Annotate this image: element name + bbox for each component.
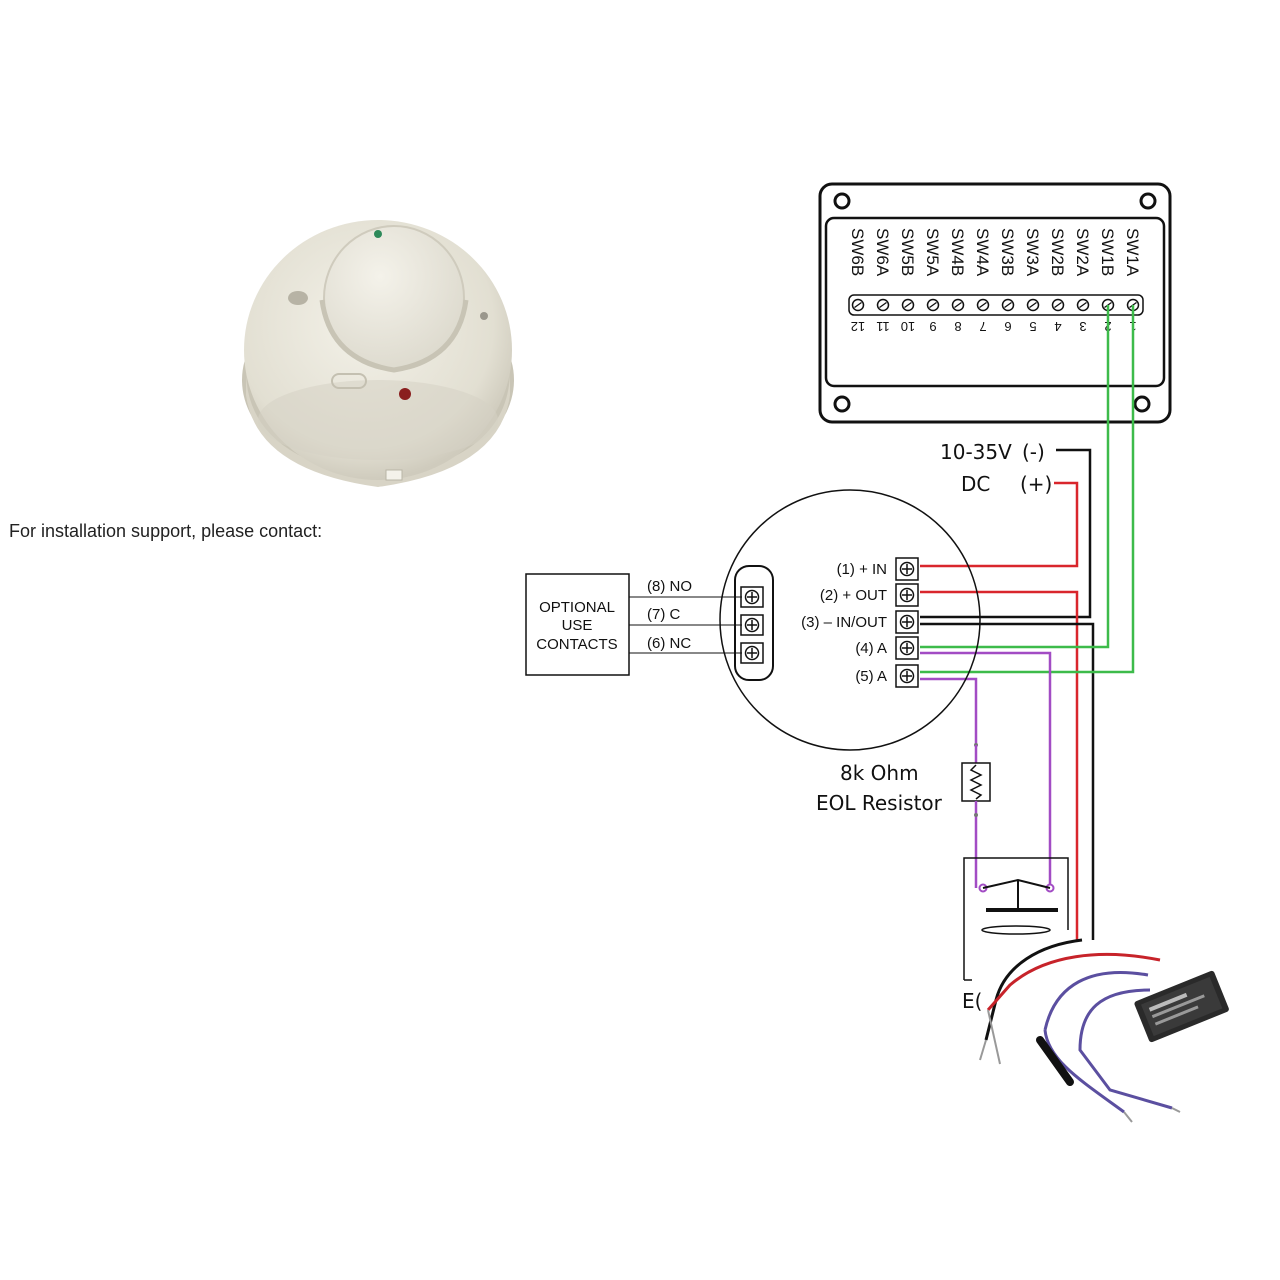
panel-switch-label: SW4A	[973, 228, 992, 277]
panel-switch-label: SW2B	[1048, 228, 1067, 276]
panel-terminal-number: 10	[901, 319, 915, 334]
detector-terminal-label: (1) + IN	[837, 561, 887, 578]
panel-switch-label: SW4B	[948, 228, 967, 276]
panel-terminal-number: 12	[851, 319, 865, 334]
red-led-icon	[399, 388, 411, 400]
resistor-value-label: 8k Ohm	[840, 761, 919, 785]
resistor-icon	[969, 764, 983, 800]
panel-terminal-number: 8	[954, 319, 961, 334]
detector-terminal-label: (2) + OUT	[820, 587, 887, 604]
panel-terminal-number: 11	[876, 319, 890, 334]
contact-no-label: (8) NO	[647, 578, 692, 595]
panel-switch-label: SW6A	[873, 228, 892, 277]
detector-terminal-label: (4) A	[855, 640, 887, 657]
switch-contact-icon	[982, 878, 1051, 889]
panel-switch-label: SW6B	[848, 228, 867, 276]
mount-hole-icon	[1133, 395, 1151, 413]
detector-terminal-label: (3) – IN/OUT	[801, 614, 887, 631]
panel-switch-label: SW5A	[923, 228, 942, 277]
dc-label: DC	[961, 472, 990, 496]
panel-terminal-number: 4	[1054, 319, 1061, 334]
contacts-box-line-2: USE	[562, 617, 593, 634]
mount-hole-icon	[833, 192, 851, 210]
voltage-label: 10-35V	[940, 440, 1012, 464]
resistor-type-label: EOL Resistor	[816, 791, 943, 815]
support-contact-text: For installation support, please contact…	[9, 521, 323, 541]
positive-label: (+)	[1020, 472, 1052, 496]
zone-module-panel: SW1A SW1B SW2A SW2B SW3A SW3B SW4A SW4B SW5A SW5B…	[818, 182, 1172, 424]
power-labels: 10-35V (-) DC (+)	[940, 440, 1052, 496]
smoke-detector-image	[242, 220, 514, 487]
black-wire-negative	[920, 448, 1092, 619]
panel-terminal-number: 5	[1029, 319, 1036, 334]
mount-hole-icon	[833, 395, 851, 413]
contact-nc-label: (6) NC	[647, 635, 691, 652]
magnetic-switch: E(	[962, 857, 1069, 1013]
red-wire-out	[920, 590, 1079, 940]
panel-switch-label: SW3B	[998, 228, 1017, 276]
mount-hole-icon	[1139, 192, 1157, 210]
optional-contacts-box: OPTIONAL USE CONTACTS (8) NO (7) C (6) N…	[525, 573, 742, 676]
purple-wire-a5	[920, 677, 978, 745]
switch-partial-label: E(	[962, 989, 982, 1013]
eol-resistor: 8k Ohm EOL Resistor	[816, 743, 991, 817]
green-wire-sw1a	[920, 305, 1135, 674]
panel-switch-label: SW3A	[1023, 228, 1042, 277]
black-wire-out	[920, 622, 1095, 940]
green-led-icon	[374, 230, 382, 238]
contact-c-label: (7) C	[647, 606, 681, 623]
relay-module-image	[979, 938, 1229, 1123]
red-wire-positive	[920, 481, 1079, 568]
panel-switch-label: SW2A	[1073, 228, 1092, 277]
wires	[920, 305, 1135, 940]
panel-terminal-number: 9	[929, 319, 936, 334]
panel-terminal-number: 6	[1004, 319, 1011, 334]
detector-base-diagram: (1) + IN (2) + OUT (3) – IN/OUT (4) A (5) A	[719, 489, 981, 751]
contacts-box-line-1: OPTIONAL	[539, 599, 615, 616]
panel-terminal-number: 7	[979, 319, 986, 334]
negative-label: (-)	[1022, 440, 1045, 464]
panel-switch-label: SW1A	[1123, 228, 1142, 277]
detector-terminal-label: (5) A	[855, 668, 887, 685]
purple-wire-a4	[920, 651, 1052, 888]
panel-switch-label: SW1B	[1098, 228, 1117, 276]
contacts-box-line-3: CONTACTS	[536, 636, 617, 653]
green-wire-sw1b	[920, 305, 1110, 649]
panel-terminal-number: 3	[1079, 319, 1086, 334]
panel-switch-label: SW5B	[898, 228, 917, 276]
